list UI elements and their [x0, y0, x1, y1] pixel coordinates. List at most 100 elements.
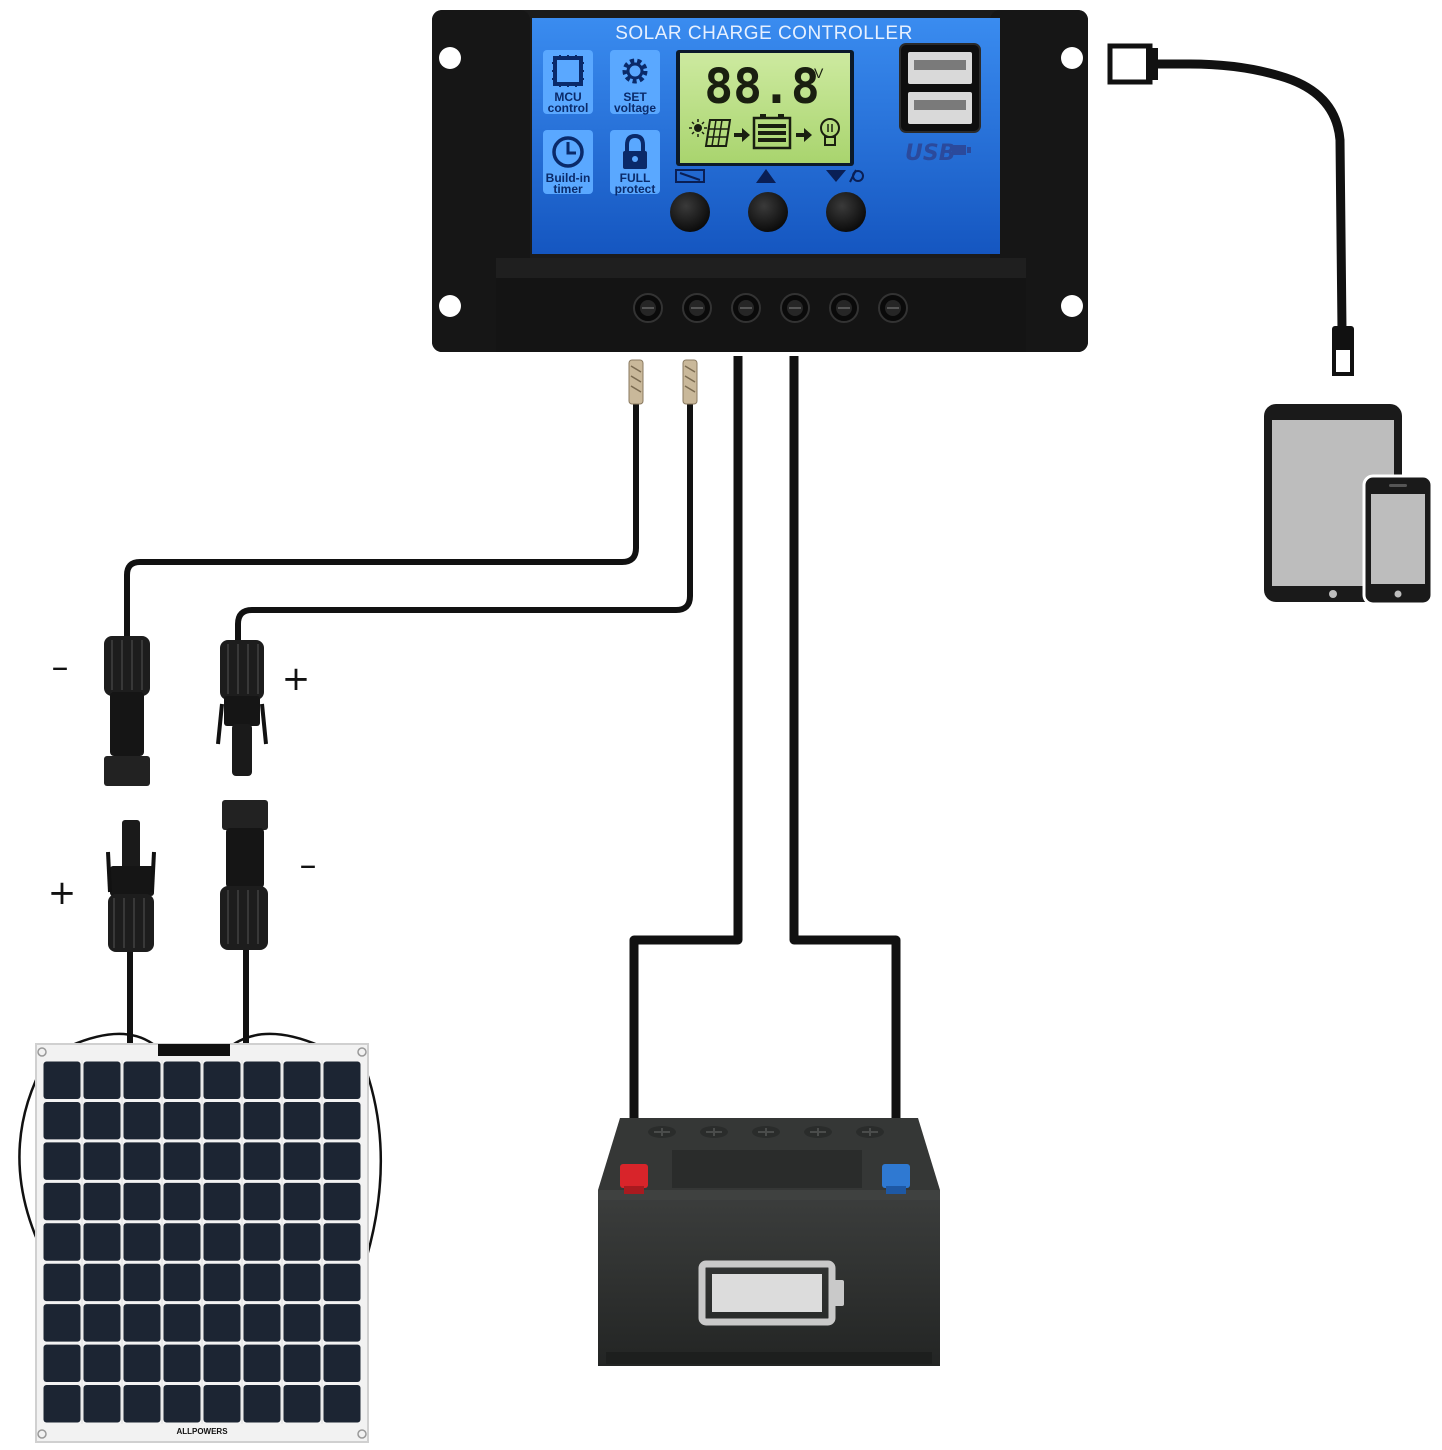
- solar-panel: ALLPOWERS: [18, 1032, 383, 1443]
- panel-cell: [83, 1304, 121, 1342]
- battery-negative-wire: [789, 356, 901, 1162]
- battery-positive-wire: [629, 356, 743, 1162]
- panel-cell: [323, 1142, 361, 1180]
- panel-cell: [203, 1061, 241, 1099]
- panel-cell: [163, 1142, 201, 1180]
- panel-cell: [123, 1223, 161, 1261]
- panel-cell: [203, 1385, 241, 1423]
- down-button[interactable]: [826, 192, 866, 232]
- panel-cell: [123, 1101, 161, 1140]
- panel-cell: [163, 1304, 201, 1342]
- mc4-connector-upper-left: [104, 636, 150, 786]
- feature-set-voltage: SET voltage: [610, 50, 660, 115]
- phone-icon: [1362, 474, 1434, 606]
- panel-cell: [43, 1142, 81, 1180]
- wires: [124, 59, 1347, 1162]
- panel-cell: [83, 1182, 121, 1221]
- terminal-screw[interactable]: [633, 293, 663, 323]
- usb-ports[interactable]: [899, 43, 981, 133]
- terminal-screw[interactable]: [682, 293, 712, 323]
- feature-label: protect: [615, 182, 656, 196]
- panel-cell: [243, 1223, 281, 1261]
- mounting-hole: [439, 47, 461, 69]
- panel-cell: [83, 1344, 121, 1383]
- mounting-hole: [1061, 47, 1083, 69]
- panel-cell: [243, 1344, 281, 1383]
- up-button[interactable]: [748, 192, 788, 232]
- panel-cell: [123, 1142, 161, 1180]
- menu-indicator-icon: [675, 169, 705, 183]
- solar-negative-wire: [124, 400, 639, 640]
- usb-plug: [1107, 43, 1158, 85]
- feature-label: FULL: [620, 171, 651, 185]
- feature-label: SET: [623, 90, 647, 104]
- charge-controller: SOLAR CHARGE CONTROLLER MCU control SET …: [432, 10, 1088, 352]
- panel-cell: [323, 1182, 361, 1221]
- usb-label: USB: [905, 141, 955, 166]
- panel-cell: [283, 1304, 321, 1342]
- mc4-connector-lower-right: [220, 800, 268, 950]
- junction-box: [158, 1044, 230, 1056]
- panel-brand: ALLPOWERS: [176, 1427, 228, 1436]
- panel-cell: [123, 1344, 161, 1383]
- battery-negative-terminal: [882, 1164, 910, 1194]
- panel-cell: [283, 1263, 321, 1302]
- feature-full-protect: FULL protect: [610, 130, 660, 196]
- mc4-connector-upper-right: [216, 640, 268, 776]
- panel-cell: [123, 1061, 161, 1099]
- panel-cell: [123, 1304, 161, 1342]
- battery-positive-terminal: [620, 1164, 648, 1194]
- feature-label: control: [548, 101, 589, 115]
- bulb-mini-icon: [852, 170, 864, 182]
- panel-cell: [163, 1101, 201, 1140]
- panel-cell: [203, 1344, 241, 1383]
- panel-cell: [283, 1142, 321, 1180]
- terminal-screw[interactable]: [829, 293, 859, 323]
- panel-cell: [243, 1061, 281, 1099]
- down-arrow-icon: [826, 170, 846, 182]
- panel-cell: [203, 1304, 241, 1342]
- panel-cell: [163, 1061, 201, 1099]
- panel-cell: [283, 1182, 321, 1221]
- lcd-reading: 88.8: [704, 59, 820, 115]
- battery-vent-caps: [648, 1126, 884, 1138]
- panel-cell: [243, 1263, 281, 1302]
- panel-cell: [323, 1304, 361, 1342]
- terminal-screw[interactable]: [731, 293, 761, 323]
- feature-label: MCU: [554, 90, 581, 104]
- mounting-hole: [1061, 295, 1083, 317]
- arrow-icon: [734, 128, 750, 142]
- battery: [598, 1118, 940, 1366]
- panel-cell: [163, 1344, 201, 1383]
- panel-cell: [43, 1344, 81, 1383]
- positive-sign: +: [282, 659, 311, 699]
- panel-cell: [123, 1182, 161, 1221]
- arrow-icon: [796, 128, 812, 142]
- feature-build-in-timer: Build-in timer: [543, 130, 593, 196]
- terminal-screw[interactable]: [780, 293, 810, 323]
- panel-cell: [83, 1142, 121, 1180]
- panel-cell: [83, 1223, 121, 1261]
- menu-button[interactable]: [670, 192, 710, 232]
- mounting-hole: [439, 295, 461, 317]
- feature-label: voltage: [614, 101, 656, 115]
- panel-cell: [43, 1101, 81, 1140]
- terminal-screw[interactable]: [878, 293, 908, 323]
- panel-cell: [243, 1101, 281, 1140]
- panel-cell: [323, 1344, 361, 1383]
- sun-icon: [689, 119, 707, 137]
- panel-cell: [83, 1061, 121, 1099]
- panel-cell: [283, 1061, 321, 1099]
- panel-cell: [243, 1304, 281, 1342]
- panel-cell: [243, 1385, 281, 1423]
- positive-sign: +: [48, 873, 77, 913]
- vent-cap: [856, 1126, 884, 1138]
- solar-positive-wire: [235, 400, 693, 642]
- chip-icon: [552, 55, 584, 87]
- feature-label: Build-in: [546, 171, 591, 185]
- battery-level-icon: [752, 114, 792, 150]
- panel-cell: [43, 1223, 81, 1261]
- bulb-icon: [820, 118, 840, 146]
- terminal-screws: [633, 293, 908, 323]
- battery-charge-icon: [698, 1260, 844, 1326]
